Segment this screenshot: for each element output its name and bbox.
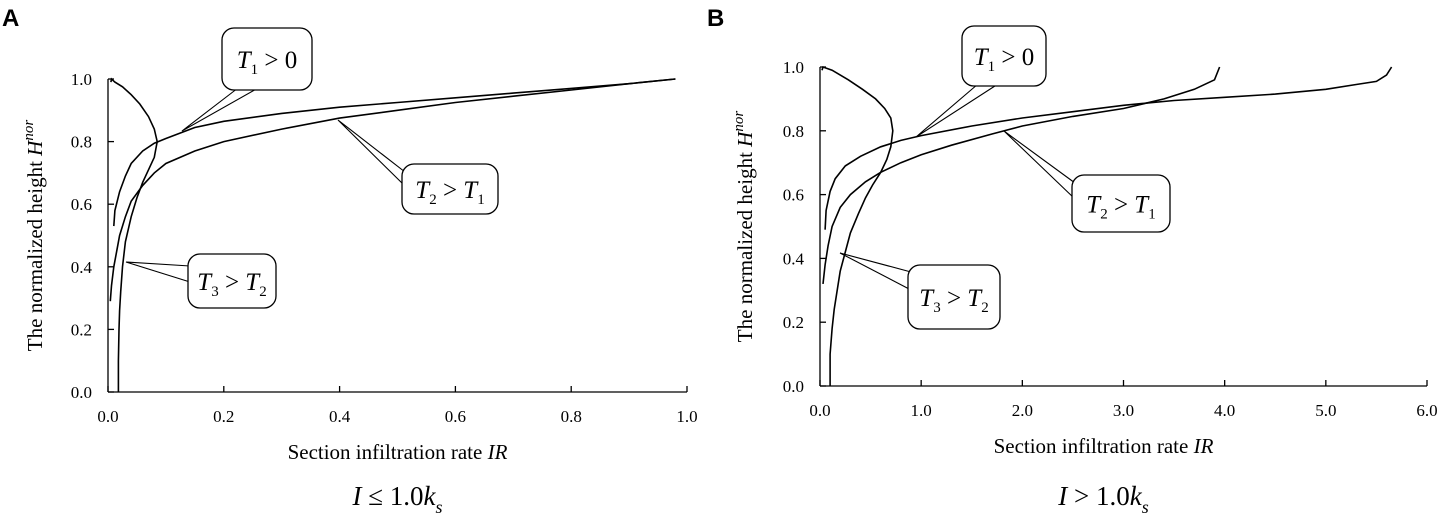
y-tick-label: 0.8 xyxy=(71,133,92,152)
condition-label: I > 1.0ks xyxy=(1057,481,1148,514)
y-axis-label: The normalized height Hnor xyxy=(21,120,47,352)
panel-letter: A xyxy=(2,5,19,32)
callout-label: T1 > 0 xyxy=(974,44,1035,75)
x-axis-label: Section infiltration rate IR xyxy=(288,440,508,464)
y-tick-label: 0.2 xyxy=(71,320,92,339)
y-tick-label: 0.0 xyxy=(783,377,804,396)
callout-leader xyxy=(839,252,912,291)
x-tick-label: 6.0 xyxy=(1416,401,1437,420)
callout-box xyxy=(187,253,277,309)
callout-label: T1 > 0 xyxy=(237,47,298,78)
condition-label: I ≤ 1.0ks xyxy=(351,481,442,514)
x-tick-label: 0.2 xyxy=(213,407,234,426)
y-tick-label: 0.6 xyxy=(71,195,92,214)
panel-letter: B xyxy=(707,5,724,32)
callout-leader xyxy=(915,83,999,138)
chart-panel-A: A 0.0 0.2 0.4 0.6 0.8 1.0 0.0 0.2 0.4 0.6 0.8 1.0Sec… xyxy=(2,5,698,514)
y-tick-label: 0.4 xyxy=(783,249,805,268)
x-tick-label: 2.0 xyxy=(1012,401,1033,420)
x-tick-label: 3.0 xyxy=(1113,401,1134,420)
callout-box xyxy=(1071,174,1171,233)
x-tick-label: 5.0 xyxy=(1315,401,1336,420)
callout-label: T2 > T1 xyxy=(1086,192,1155,223)
y-tick-label: 0.0 xyxy=(71,383,92,402)
callout-leader xyxy=(181,87,259,132)
callout-leader xyxy=(337,119,406,187)
series-line-3 xyxy=(821,65,894,386)
series-line-3 xyxy=(110,77,159,392)
x-tick-label: 1.0 xyxy=(911,401,932,420)
series-line-1 xyxy=(824,66,1393,230)
y-tick-label: 1.0 xyxy=(783,58,804,77)
callout-label: T3 > T2 xyxy=(197,269,266,300)
y-axis-label: The normalized height Hnor xyxy=(731,111,757,343)
x-tick-label: 0.8 xyxy=(561,407,582,426)
x-tick-label: 1.0 xyxy=(676,407,697,426)
y-tick-label: 0.6 xyxy=(783,186,804,205)
y-tick-label: 0.8 xyxy=(783,122,804,141)
callout-box xyxy=(907,264,1001,330)
x-tick-label: 0.0 xyxy=(809,401,830,420)
callout-leader xyxy=(125,261,191,283)
callout-label: T3 > T2 xyxy=(919,285,988,316)
x-tick-label: 0.6 xyxy=(445,407,466,426)
callout-box xyxy=(401,163,499,215)
y-tick-label: 0.2 xyxy=(783,313,804,332)
x-tick-label: 4.0 xyxy=(1214,401,1235,420)
chart-panel-B: B 0.0 1.0 2.0 3.0 4.0 5.0 6.0 0.0 0.2 0.4 0.6 0.8 1.0… xyxy=(707,5,1438,514)
x-axis-label: Section infiltration rate IR xyxy=(994,434,1214,458)
series-line-1 xyxy=(113,78,676,227)
callout-leader xyxy=(1003,130,1076,200)
y-tick-label: 1.0 xyxy=(71,70,92,89)
callout-label: T2 > T1 xyxy=(415,177,484,208)
callout-box xyxy=(221,27,313,91)
x-tick-label: 0.4 xyxy=(329,407,351,426)
x-tick-label: 0.0 xyxy=(97,407,118,426)
series-line-2 xyxy=(822,66,1221,284)
series-line-2 xyxy=(109,78,676,302)
y-tick-label: 0.4 xyxy=(71,258,93,277)
callout-box xyxy=(961,25,1047,87)
